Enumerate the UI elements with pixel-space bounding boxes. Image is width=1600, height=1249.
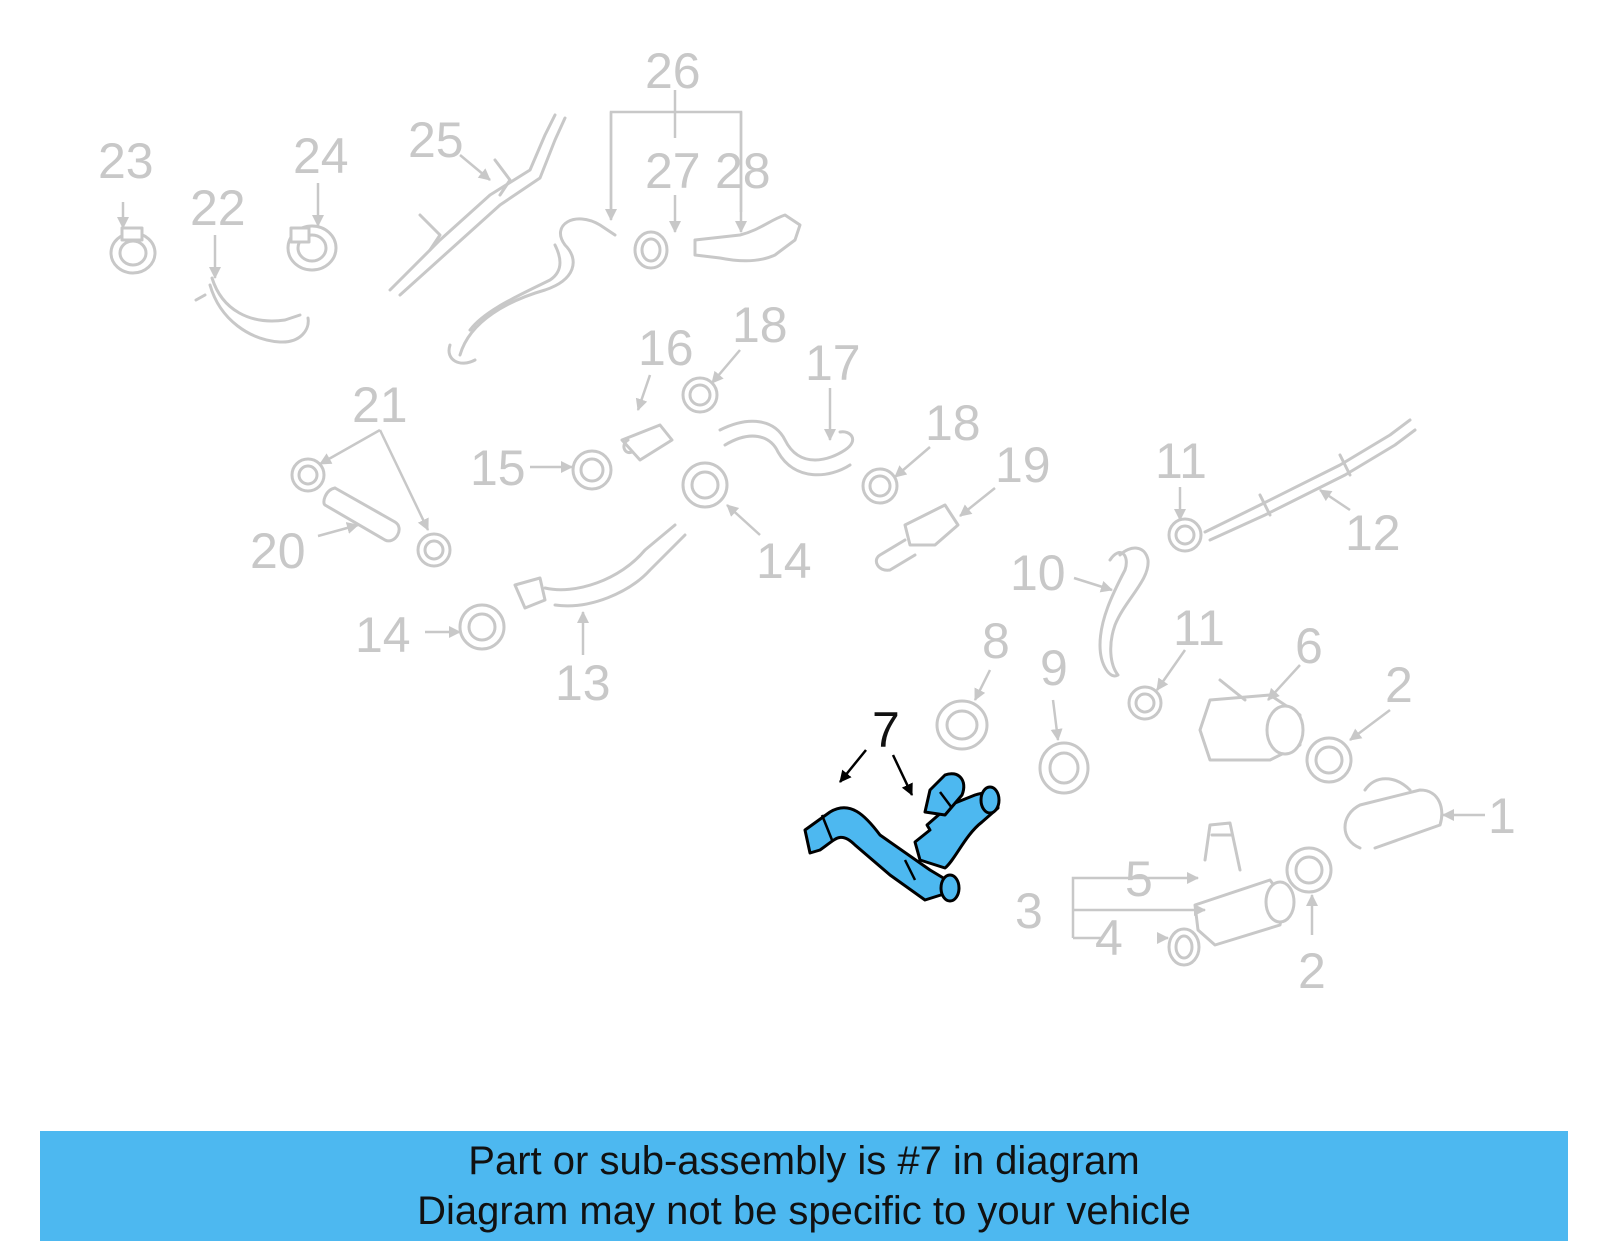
callout-11b: 11 (1173, 600, 1225, 656)
hose-20 (322, 486, 401, 543)
callout-2b: 2 (1298, 943, 1326, 999)
hose-26 (447, 217, 617, 365)
callout-20: 20 (250, 523, 306, 579)
clamp-23 (109, 226, 157, 275)
hose-22 (194, 276, 310, 344)
callout-21: 21 (352, 377, 408, 433)
callout-19: 19 (995, 437, 1051, 493)
fitting-16 (620, 423, 674, 462)
hose-7-highlighted[interactable] (803, 772, 1001, 903)
callout-15: 15 (470, 440, 526, 496)
callout-labels: 23 22 24 25 26 27 28 21 20 15 16 18 17 1… (98, 43, 1516, 999)
callout-11a: 11 (1155, 433, 1207, 489)
clamp-24 (286, 224, 338, 272)
oring-4 (1167, 927, 1201, 967)
clamp-8 (935, 699, 989, 751)
clamp-21b (416, 532, 452, 568)
callout-10: 10 (1010, 545, 1066, 601)
callout-25: 25 (408, 112, 464, 168)
callout-24: 24 (293, 128, 349, 184)
banner-line-2: Diagram may not be specific to your vehi… (417, 1189, 1191, 1233)
clamp-11b (1127, 685, 1163, 721)
clamp-27 (633, 230, 669, 270)
callout-27: 27 (645, 143, 701, 199)
housing-6 (1198, 678, 1305, 762)
callout-14a: 14 (756, 533, 812, 589)
clamp-18b (861, 467, 899, 505)
callout-23: 23 (98, 133, 154, 189)
callout-5: 5 (1125, 851, 1153, 907)
hose-13 (513, 523, 687, 610)
bracket-5 (1203, 821, 1242, 872)
callout-9: 9 (1040, 640, 1068, 696)
callout-7: 7 (872, 702, 900, 758)
callout-12: 12 (1345, 505, 1401, 561)
callout-16: 16 (638, 320, 694, 376)
callout-1: 1 (1488, 788, 1516, 844)
callout-6: 6 (1295, 618, 1323, 674)
clamp-9 (1038, 741, 1090, 795)
clamp-11a (1167, 517, 1203, 553)
leader-lines-7 (839, 749, 914, 796)
callout-13: 13 (555, 655, 611, 711)
clamp-14a (681, 461, 729, 509)
callout-18a: 18 (732, 297, 788, 353)
hose-1 (1343, 777, 1444, 850)
banner-line-1: Part or sub-assembly is #7 in diagram (468, 1139, 1140, 1183)
hose-17 (718, 419, 855, 477)
clamp-14b (458, 603, 506, 651)
callout-3: 3 (1015, 883, 1043, 939)
housing-3 (1193, 878, 1296, 947)
callout-26: 26 (645, 43, 701, 99)
callout-22: 22 (190, 180, 246, 236)
hose-10 (1098, 546, 1150, 678)
callout-18b: 18 (925, 395, 981, 451)
callout-28: 28 (715, 143, 771, 199)
callout-8: 8 (982, 613, 1010, 669)
clamp-2a (1305, 736, 1353, 784)
callout-4: 4 (1095, 910, 1123, 966)
pipe-25 (388, 113, 567, 297)
info-banner: Part or sub-assembly is #7 in diagram Di… (40, 1131, 1568, 1241)
pipe-12 (1203, 418, 1417, 542)
clamp-18a (681, 376, 719, 414)
hose-28 (693, 213, 802, 263)
clamp-21a (290, 457, 326, 493)
callout-14b: 14 (355, 607, 411, 663)
callout-17: 17 (805, 335, 861, 391)
clamp-2b (1285, 846, 1333, 894)
leader-lines (117, 90, 1485, 944)
valve-19 (874, 503, 960, 572)
callout-2a: 2 (1385, 657, 1413, 713)
clamp-15 (571, 449, 613, 491)
